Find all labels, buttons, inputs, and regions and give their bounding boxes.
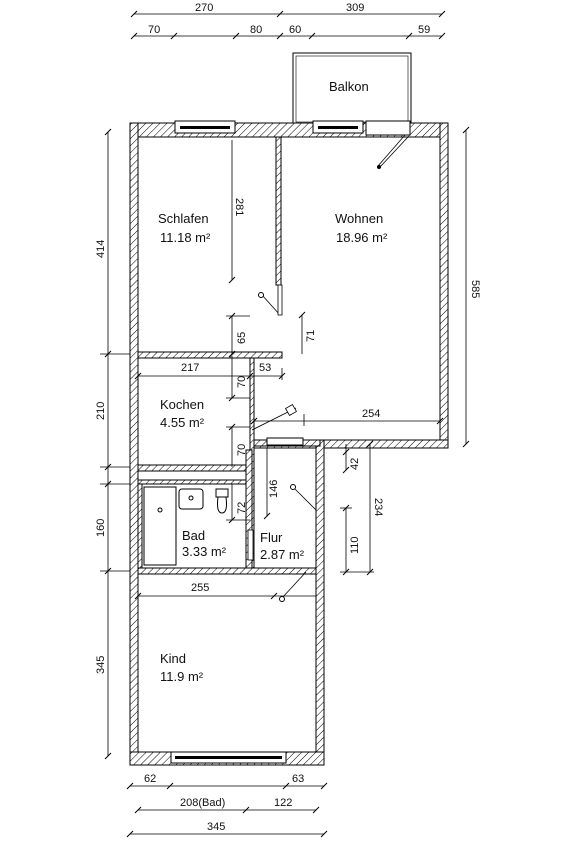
dim-right-234: 234	[372, 498, 384, 516]
wall-kochen-bad	[137, 464, 251, 472]
wall-flur-bad	[245, 449, 253, 569]
dim-bottom-208: 208(Bad)	[180, 797, 225, 809]
dim-top-70: 70	[148, 24, 160, 36]
wall-schlafen-wohnen	[275, 136, 282, 286]
dim-int-65: 65	[236, 332, 248, 344]
room-area-kochen: 4.55 m²	[160, 415, 205, 430]
window-schlafen	[174, 120, 236, 134]
dim-right-110: 110	[349, 536, 361, 554]
dim-top-60: 60	[289, 24, 301, 36]
room-area-wohnen: 18.96 m²	[336, 230, 388, 245]
dim-left-210: 210	[95, 402, 107, 420]
dim-top-270: 270	[195, 2, 213, 14]
dim-bottom-63: 63	[292, 773, 304, 785]
dimension-lines	[100, 10, 470, 838]
dim-right-585: 585	[469, 280, 481, 298]
toilet-icon	[215, 488, 229, 514]
room-area-schlafen: 11.18 m²	[160, 230, 211, 245]
bathtub	[143, 486, 177, 566]
outer-wall-right-upper	[439, 122, 449, 449]
dim-int-70b: 70	[236, 444, 248, 456]
wall-bad-kind	[137, 567, 317, 575]
dimension-labels: 270 309 70 80 60 59 414 210 160 345 585 …	[95, 2, 481, 833]
outer-wall-right-lower	[315, 439, 325, 766]
room-name-balkon: Balkon	[329, 79, 369, 94]
room-name-kind: Kind	[160, 651, 186, 666]
balcony	[292, 52, 412, 124]
dim-int-72: 72	[236, 502, 248, 514]
dim-bottom-122: 122	[274, 797, 292, 809]
dim-int-217: 217	[181, 362, 199, 374]
dim-int-53: 53	[259, 362, 271, 374]
room-name-bad: Bad	[182, 528, 205, 543]
room-area-kind: 11.9 m²	[160, 669, 204, 684]
door-bad	[247, 529, 254, 561]
doors	[247, 134, 409, 602]
room-name-wohnen: Wohnen	[335, 211, 383, 226]
bathroom-fixtures	[143, 486, 229, 566]
dim-top-309: 309	[346, 2, 364, 14]
dim-left-345: 345	[95, 656, 107, 674]
window-wohnen	[312, 120, 364, 134]
window-kind	[170, 751, 287, 764]
dim-int-71: 71	[305, 330, 317, 342]
dim-int-254: 254	[362, 408, 380, 420]
room-area-bad: 3.33 m²	[182, 544, 227, 559]
dim-right-42: 42	[349, 458, 361, 470]
dim-bottom-62: 62	[144, 773, 156, 785]
door-kochen	[251, 403, 298, 431]
dim-top-80: 80	[250, 24, 262, 36]
windows	[170, 120, 411, 764]
wall-bad-left-inner	[137, 483, 143, 569]
room-labels: Balkon Schlafen 11.18 m² Wohnen 18.96 m²…	[158, 79, 388, 684]
balcony-door-frame	[365, 120, 411, 136]
dim-int-70a: 70	[236, 376, 248, 388]
dim-int-146: 146	[268, 480, 280, 498]
room-name-schlafen: Schlafen	[158, 211, 209, 226]
room-name-kochen: Kochen	[160, 397, 204, 412]
dim-left-414: 414	[95, 240, 107, 258]
window-flur	[266, 437, 304, 446]
outer-wall-left	[129, 122, 139, 766]
dim-int-255: 255	[191, 582, 209, 594]
door-balcony	[377, 134, 409, 169]
door-wohnen-flur	[290, 484, 317, 511]
dim-bottom-345: 345	[207, 821, 225, 833]
dim-left-160: 160	[95, 519, 107, 537]
door-schlafen	[258, 284, 283, 316]
door-kind	[279, 571, 307, 602]
room-area-flur: 2.87 m²	[260, 547, 305, 562]
dim-int-281: 281	[233, 198, 245, 216]
dim-top-59: 59	[418, 24, 430, 36]
wall-schlafen-kochen	[137, 351, 283, 359]
bathtub-drain	[157, 507, 163, 513]
wall-bad-top-inner	[137, 479, 251, 485]
room-name-flur: Flur	[260, 530, 283, 545]
